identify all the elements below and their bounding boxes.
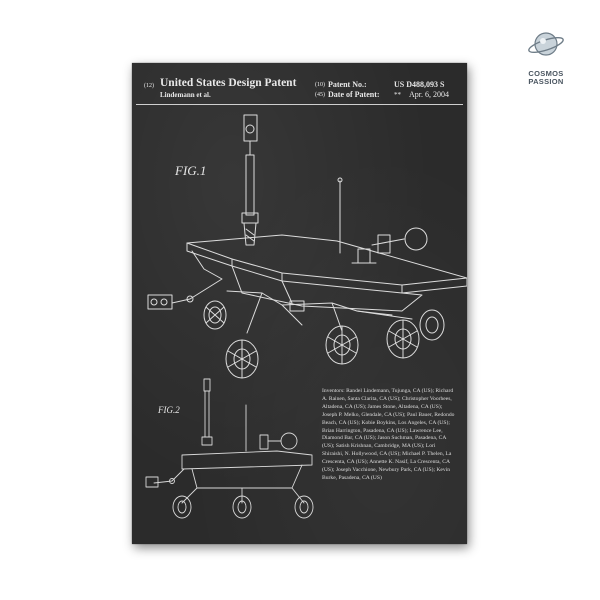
- brand-logo-text: COSMOS PASSION: [516, 70, 576, 86]
- wheel-rear-right: [386, 319, 420, 359]
- high-gain-antenna: [404, 227, 428, 251]
- patent-date-value: Apr. 6, 2004: [409, 90, 449, 99]
- fig2-wheel-right: [294, 495, 314, 519]
- rocker-bogie: [226, 290, 393, 316]
- wheel-middle-left: [225, 339, 259, 379]
- planet-ring-icon: [528, 32, 564, 56]
- inventors-list: Inventors: Randel Lindemann, Tujunga, CA…: [322, 388, 455, 481]
- fig2-deck: [181, 450, 313, 470]
- patent-authors: Lindemann et al.: [160, 91, 211, 99]
- rover-fig2-drawing: [145, 378, 314, 519]
- fig2-label: FIG.2: [158, 405, 180, 415]
- wheel-rear-far: [419, 309, 445, 341]
- patent-code-45: (45): [315, 92, 325, 98]
- fig1-label: FIG.1: [175, 163, 207, 178]
- fig2-wheel-middle: [232, 495, 252, 519]
- rover-fig1-drawing: [147, 114, 467, 379]
- rover-deck: [186, 234, 467, 286]
- patent-number-value: US D488,093 S: [394, 80, 445, 89]
- mast-shaft: [245, 154, 255, 216]
- patent-poster: (12) United States Design Patent Lindema…: [132, 63, 467, 544]
- rover-drawings: [145, 114, 467, 519]
- header-rule: [136, 104, 463, 105]
- fig2-wheel-left: [172, 495, 192, 519]
- patent-title: United States Design Patent: [160, 77, 297, 89]
- fig2-antenna-dish: [280, 432, 298, 450]
- patent-date-marker: **: [394, 91, 401, 99]
- wheel-front-left: [203, 300, 227, 330]
- patent-number-label: Patent No.:: [328, 80, 367, 89]
- patent-date-label: Date of Patent:: [328, 90, 380, 99]
- robotic-arm: [171, 250, 223, 304]
- patent-code-12: (12): [144, 83, 154, 89]
- patent-code-10: (10): [315, 82, 325, 88]
- wheel-middle-right: [325, 325, 359, 365]
- brand-name-line2: PASSION: [528, 77, 564, 86]
- brand-name-line1: COSMOS: [528, 69, 564, 78]
